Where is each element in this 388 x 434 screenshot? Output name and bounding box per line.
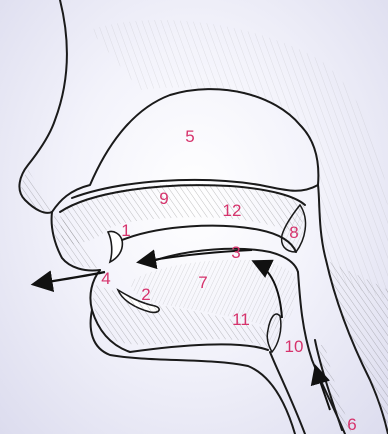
label-9: 9 — [159, 189, 168, 208]
label-4: 4 — [101, 269, 110, 288]
label-1: 1 — [121, 221, 130, 240]
larynx-front-wall — [270, 352, 305, 434]
label-8: 8 — [289, 223, 298, 242]
upper-tooth — [108, 231, 122, 262]
hard-palate-area — [60, 184, 305, 245]
label-7: 7 — [198, 273, 207, 292]
label-3: 3 — [231, 243, 240, 262]
label-6: 6 — [347, 415, 356, 434]
label-5: 5 — [185, 127, 194, 146]
oral-passage-upper — [122, 226, 296, 252]
label-2: 2 — [141, 285, 150, 304]
nose-shading — [22, 170, 53, 212]
label-11: 11 — [232, 310, 250, 329]
label-12: 12 — [223, 201, 242, 220]
label-10: 10 — [285, 337, 304, 356]
